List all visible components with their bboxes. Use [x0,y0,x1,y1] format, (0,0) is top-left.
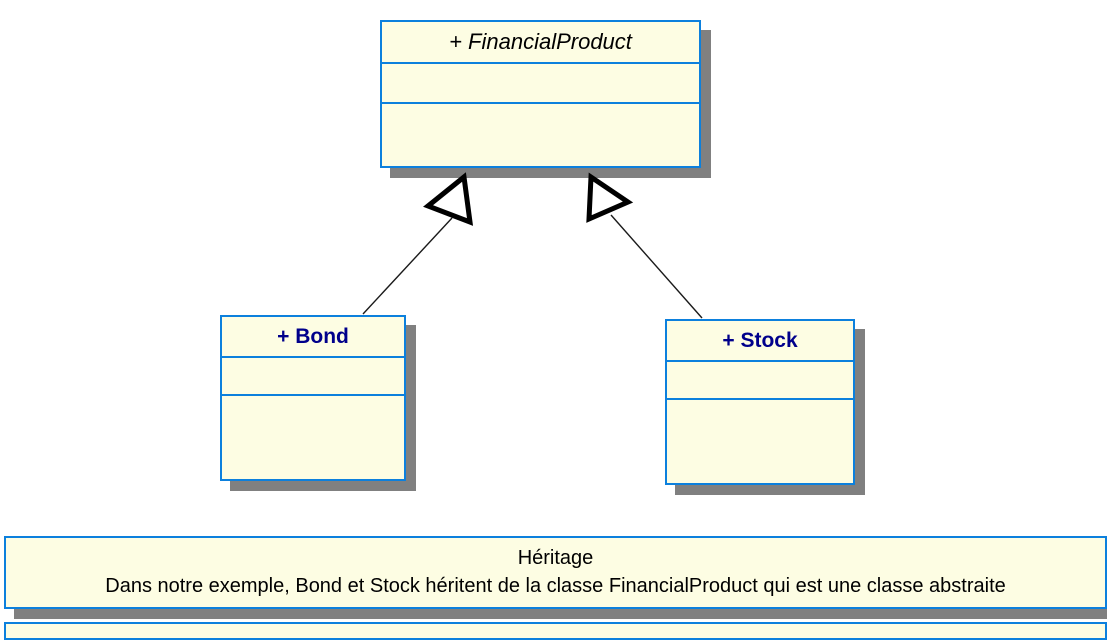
class-box-bond[interactable]: + Bond [220,315,406,481]
class-title-financialproduct: + FinancialProduct [382,22,699,64]
class-attributes-financialproduct [382,64,699,104]
class-operations-stock [667,400,853,483]
caption-description: Dans notre exemple, Bond et Stock hérite… [105,575,1006,597]
class-operations-bond [222,396,404,479]
class-attributes-stock [667,362,853,400]
generalization-line-bond [362,217,453,315]
class-title-stock: + Stock [667,321,853,362]
bottom-note-partial [4,622,1107,640]
class-operations-financialproduct [382,104,699,166]
generalization-arrowhead-bond [423,172,474,226]
class-box-financialproduct[interactable]: + FinancialProduct [380,20,701,168]
caption-note: Héritage Dans notre exemple, Bond et Sto… [4,536,1107,609]
class-title-bond: + Bond [222,317,404,358]
generalization-arrowhead-stock [586,172,634,223]
caption-title: Héritage [517,547,594,569]
class-box-stock[interactable]: + Stock [665,319,855,485]
class-attributes-bond [222,358,404,396]
generalization-line-stock [610,214,703,319]
